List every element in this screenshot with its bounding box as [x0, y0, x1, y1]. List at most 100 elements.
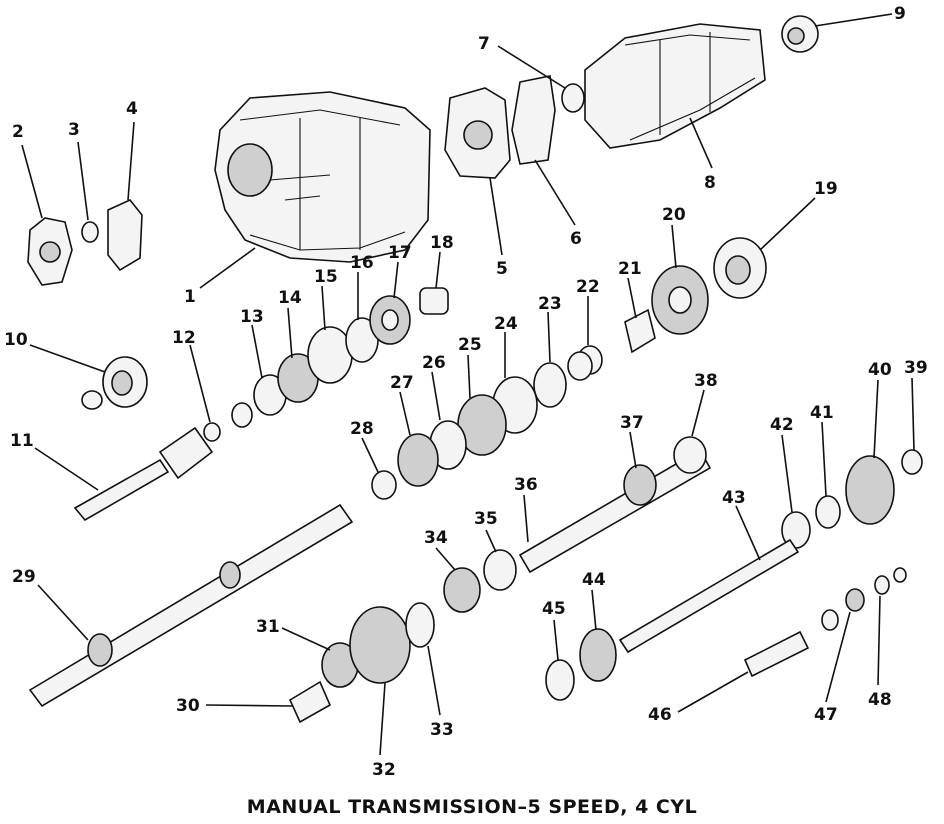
third-gear-part — [369, 295, 411, 345]
leader-14 — [287, 307, 293, 359]
leader-20 — [671, 224, 677, 269]
front-cover-part — [27, 217, 73, 286]
callout-18: 18 — [430, 233, 454, 253]
leader-29 — [37, 584, 89, 641]
callout-41: 41 — [810, 403, 834, 423]
leader-10 — [29, 344, 106, 373]
input-bearing-part — [81, 356, 148, 410]
leader-48 — [877, 595, 881, 686]
callout-33: 33 — [430, 720, 454, 740]
leader-17 — [393, 261, 399, 299]
callout-34: 34 — [424, 528, 448, 548]
diagram-caption: MANUAL TRANSMISSION–5 SPEED, 4 CYL — [246, 796, 698, 818]
leader-33 — [427, 645, 441, 716]
fifth-gear-part — [651, 265, 709, 335]
leader-3 — [77, 141, 89, 221]
callout-numbers: 1 2 3 4 5 6 7 8 9 10 11 12 13 14 15 16 1… — [4, 4, 928, 780]
callout-23: 23 — [538, 294, 562, 314]
synchronizer-assembly-part — [231, 317, 379, 428]
callout-22: 22 — [576, 277, 600, 297]
leader-6 — [534, 159, 576, 226]
leader-44 — [591, 589, 597, 631]
callout-47: 47 — [814, 705, 838, 725]
callout-2: 2 — [12, 122, 24, 142]
leader-23 — [547, 311, 551, 363]
first-gear-assembly-part — [288, 602, 435, 724]
callout-12: 12 — [172, 328, 196, 348]
callout-5: 5 — [496, 259, 508, 279]
callout-48: 48 — [868, 690, 892, 710]
leader-1 — [199, 247, 256, 289]
leader-38 — [691, 389, 705, 437]
spacer-sleeve-part — [624, 308, 656, 354]
leader-34 — [435, 547, 456, 571]
callout-17: 17 — [388, 243, 412, 263]
callout-45: 45 — [542, 599, 566, 619]
callout-31: 31 — [256, 617, 280, 637]
callout-38: 38 — [694, 371, 718, 391]
leader-30 — [205, 704, 293, 707]
leader-19 — [759, 197, 816, 251]
callout-26: 26 — [422, 353, 446, 373]
leader-18 — [435, 251, 441, 289]
callout-7: 7 — [478, 34, 490, 54]
callout-29: 29 — [12, 567, 36, 587]
leader-45 — [553, 619, 559, 661]
extension-housing-part — [584, 23, 766, 149]
leader-32 — [379, 682, 386, 756]
callout-36: 36 — [514, 475, 538, 495]
extension-seal-part — [561, 83, 585, 113]
second-synchronizer-assembly-part — [397, 362, 567, 487]
callout-35: 35 — [474, 509, 498, 529]
callout-13: 13 — [240, 307, 264, 327]
callout-4: 4 — [126, 99, 138, 119]
seal-part — [81, 221, 99, 243]
idler-shaft-part — [743, 630, 810, 678]
leader-46 — [677, 671, 749, 713]
leader-lines — [21, 13, 915, 756]
callout-19: 19 — [814, 179, 838, 199]
countershaft-bearing-part — [713, 237, 767, 299]
input-shaft-part — [73, 426, 214, 522]
callout-40: 40 — [868, 360, 892, 380]
leader-12 — [189, 344, 211, 423]
leader-39 — [911, 377, 915, 451]
callout-21: 21 — [618, 259, 642, 279]
reverse-shaft-part — [618, 538, 800, 654]
pilot-bearing-part — [371, 470, 397, 500]
leader-13 — [251, 324, 263, 379]
leader-41 — [821, 421, 827, 497]
spring-part — [567, 345, 603, 381]
callout-32: 32 — [372, 760, 396, 780]
callout-39: 39 — [904, 358, 928, 378]
callout-44: 44 — [582, 570, 606, 590]
callout-15: 15 — [314, 267, 338, 287]
leader-47 — [825, 611, 851, 703]
callout-28: 28 — [350, 419, 374, 439]
leader-28 — [361, 437, 379, 473]
main-shaft-part — [28, 503, 354, 708]
countershaft-part — [518, 436, 712, 574]
callout-30: 30 — [176, 696, 200, 716]
callout-42: 42 — [770, 415, 794, 435]
callout-9: 9 — [894, 4, 906, 24]
needle-bearing-part — [419, 287, 449, 315]
leader-43 — [735, 505, 761, 561]
output-gear-assembly-part — [781, 449, 923, 549]
callout-25: 25 — [458, 335, 482, 355]
leader-31 — [281, 627, 331, 651]
leader-4 — [127, 121, 135, 201]
leader-21 — [627, 277, 637, 319]
leader-27 — [399, 391, 411, 436]
callout-1: 1 — [184, 287, 196, 307]
leader-11 — [34, 447, 99, 491]
leader-35 — [485, 529, 497, 553]
callout-37: 37 — [620, 413, 644, 433]
extension-gasket-part — [511, 75, 556, 165]
callout-6: 6 — [570, 229, 582, 249]
leader-15 — [321, 285, 326, 331]
leader-40 — [873, 379, 879, 459]
callout-10: 10 — [4, 330, 28, 350]
washer-clip-set-part — [821, 567, 907, 631]
